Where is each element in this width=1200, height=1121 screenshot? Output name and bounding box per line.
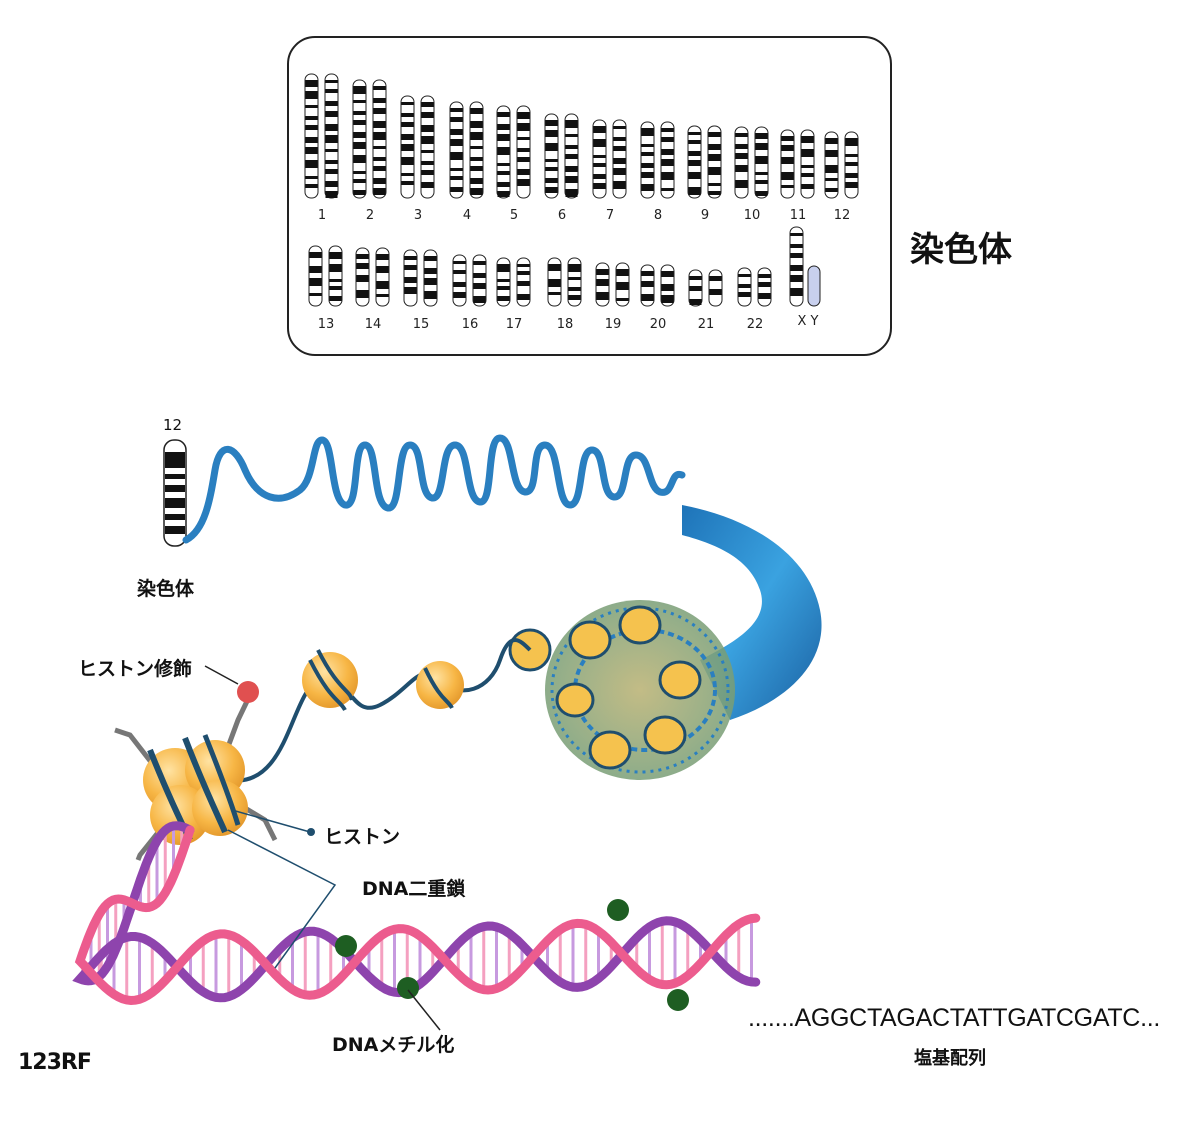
- chromosome-pair-9: [687, 125, 722, 199]
- chromosome-pair-22: [737, 267, 772, 307]
- karyotype-panel: [287, 36, 892, 356]
- chromosome-number-2: 2: [365, 208, 375, 223]
- chromosome-number-18: 18: [556, 317, 574, 332]
- linker-dna: [227, 638, 532, 783]
- chromosome-number-11: 11: [789, 208, 807, 223]
- chromosome-pair-21: [688, 269, 723, 307]
- chromosome-pair-16: [452, 254, 487, 307]
- karyotype-chromosomes: [304, 73, 859, 307]
- dna-methylation-label: DNAメチル化: [332, 1034, 455, 1056]
- chromosome-pair-14: [355, 247, 390, 307]
- callout-histone: [231, 809, 311, 833]
- chromosome-number-14: 14: [364, 317, 382, 332]
- callout-modification: [204, 665, 239, 685]
- chromosome-number-1: 1: [317, 208, 327, 223]
- chromosome-number-22: 22: [746, 317, 764, 332]
- chromosome-number-21: 21: [697, 317, 715, 332]
- chromosome-number-13: 13: [317, 317, 335, 332]
- chromosome-label: 染色体: [137, 578, 195, 600]
- dna-double-helix: [72, 821, 761, 1006]
- histone-modification-label: ヒストン修飾: [78, 658, 193, 680]
- methyl-mark-4: [667, 989, 689, 1011]
- chromosome-pair-4: [449, 101, 484, 199]
- callout-dna-double: [227, 829, 337, 969]
- chromosome-number-17: 17: [505, 317, 523, 332]
- chromosome-pair-1: [304, 73, 339, 199]
- nucleosome-small-2: [416, 661, 464, 710]
- chromosome-number-8: 8: [653, 208, 663, 223]
- chromosome-number-5: 5: [509, 208, 519, 223]
- chromosome-pair-17: [496, 257, 531, 307]
- chromosome-number-15: 15: [412, 317, 430, 332]
- chromosome-pair-19: [595, 262, 630, 307]
- chromosome-number-4: 4: [462, 208, 472, 223]
- chromosome-pair-18: [547, 257, 582, 307]
- chromosome-pair-xy: [789, 226, 821, 307]
- solenoid-coil: [508, 600, 735, 780]
- watermark-logo: 123RF: [18, 1050, 92, 1075]
- methyl-mark-2: [397, 977, 419, 999]
- histone-modification-marker: [237, 681, 259, 703]
- chromosome-number-3: 3: [413, 208, 423, 223]
- chromosome-pair-10: [734, 126, 769, 199]
- chromosome-number-16: 16: [461, 317, 479, 332]
- dna-fiber-thin: [182, 434, 686, 544]
- chromosome-number-20: 20: [649, 317, 667, 332]
- chromosome-number-10: 10: [743, 208, 761, 223]
- chromosome-pair-8: [640, 121, 675, 199]
- chromosome-pair-5: [496, 105, 531, 199]
- base-sequence-label: 塩基配列: [914, 1048, 986, 1069]
- chromosome-pair-11: [780, 129, 815, 199]
- callout-methyl: [407, 989, 441, 1031]
- chromosome-pair-20: [640, 264, 675, 307]
- methyl-mark-3: [607, 899, 629, 921]
- chromosome-number-12: 12: [833, 208, 851, 223]
- chromosome-number: 12: [163, 416, 183, 434]
- chromosome-number-6: 6: [557, 208, 567, 223]
- dna-double-strand-label: DNA二重鎖: [362, 878, 466, 900]
- chromosome-pair-7: [592, 119, 627, 199]
- chromosome-number-19: 19: [604, 317, 622, 332]
- histone-label: ヒストン: [324, 826, 401, 848]
- chromosome-pair-2: [352, 79, 387, 199]
- chromosome-number-9: 9: [700, 208, 710, 223]
- chromosome-number-7: 7: [605, 208, 615, 223]
- chromosome-pair-6: [544, 113, 579, 199]
- chromosome-pair-12: [824, 131, 859, 199]
- chromosome-pair-15: [403, 249, 438, 307]
- nucleosome-small-1: [302, 649, 358, 712]
- base-sequence-text: .......AGGCTAGACTATTGATCGATC...: [748, 1004, 1161, 1032]
- chromosome-number-XY: X Y: [797, 314, 819, 329]
- nucleosome-large: [114, 693, 278, 861]
- chromosome-pair-13: [308, 245, 343, 307]
- karyotype-title: 染色体: [910, 230, 1012, 270]
- chromosome-pair-3: [400, 95, 435, 199]
- methyl-mark-1: [335, 935, 357, 957]
- chromosome-12-icon: [163, 439, 187, 547]
